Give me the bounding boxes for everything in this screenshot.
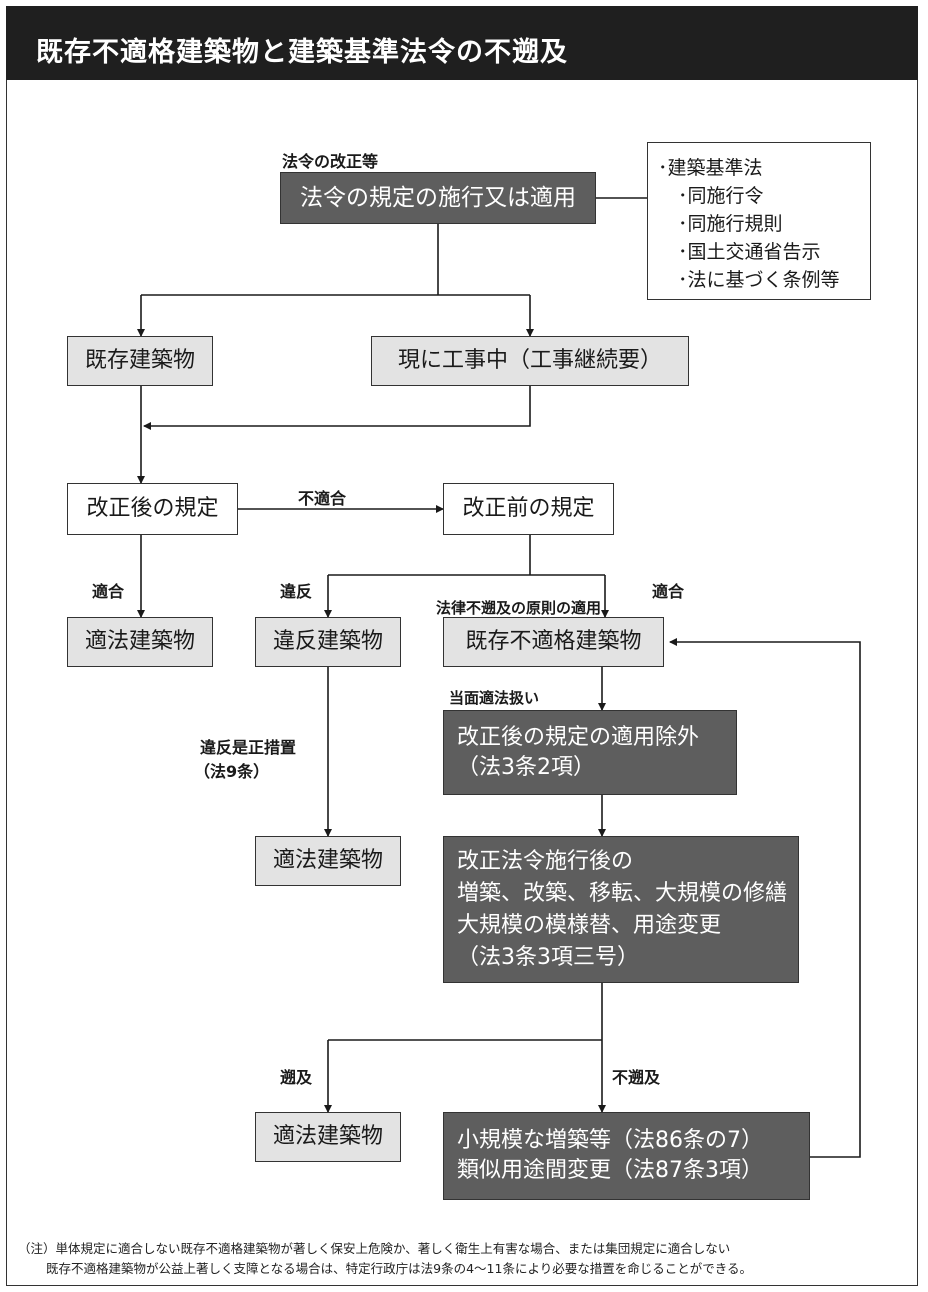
- exclusion-line-1: 改正後の規定の適用除外: [457, 724, 700, 750]
- label-non-retro-principle: 法律不遡及の原則の適用: [436, 599, 602, 617]
- arrow-loop-back: [669, 638, 861, 1158]
- box-small-scale: 小規模な増築等（法86条の7） 類似用途間変更（法87条3項）: [443, 1112, 810, 1200]
- box-under-construction: 現に工事中（工事継続要）: [371, 336, 689, 386]
- box-violating: 違反建築物: [255, 617, 401, 667]
- law-list-item: ･法に基づく条例等: [678, 269, 840, 291]
- small-scale-line-2: 類似用途間変更（法87条3項）: [457, 1158, 763, 1183]
- label-non-retroactive: 不遡及: [612, 1068, 661, 1087]
- box-exclusion: 改正後の規定の適用除外 （法3条2項）: [443, 710, 737, 795]
- label-correction-2: （法9条）: [194, 762, 270, 781]
- box-existing: 既存建築物: [67, 336, 213, 386]
- box-before-rule: 改正前の規定: [443, 483, 614, 535]
- footnote-line-1: （注）単体規定に適合しない既存不適格建築物が著しく保安上危険か、著しく衛生上有害…: [18, 1241, 731, 1256]
- box-legal-left: 適法建築物: [67, 617, 213, 667]
- box-existing-nonconforming: 既存不適格建築物: [443, 617, 664, 667]
- law-list: ･建築基準法 ･同施行令 ･同施行規則 ･国土交通省告示 ･法に基づく条例等: [647, 142, 871, 300]
- law-list-item: ･同施行令: [678, 185, 764, 207]
- footnote-line-2: 既存不適格建築物が公益上著しく支障となる場合は、特定行政庁は法9条の4～11条に…: [46, 1261, 752, 1276]
- box-after-rule: 改正後の規定: [67, 483, 238, 535]
- box-works: 改正法令施行後の 増築、改築、移転、大規模の修繕 大規模の模様替、用途変更 （法…: [443, 836, 799, 983]
- small-scale-line-1: 小規模な増築等（法86条の7）: [457, 1128, 763, 1153]
- label-retroactive: 遡及: [280, 1068, 313, 1087]
- works-line-3: 大規模の模様替、用途変更: [457, 912, 722, 938]
- works-line-2: 増築、改築、移転、大規模の修繕: [457, 880, 788, 906]
- label-violation: 違反: [280, 582, 313, 601]
- figure-title: 既存不適格建築物と建築基準法令の不遡及: [36, 37, 568, 68]
- title-bar: 既存不適格建築物と建築基準法令の不遡及: [6, 6, 918, 80]
- law-list-item: ･国土交通省告示: [678, 241, 821, 263]
- box-legal-bottom: 適法建築物: [255, 1112, 401, 1162]
- box-enforcement: 法令の規定の施行又は適用: [280, 172, 596, 224]
- label-correction-1: 違反是正措置: [200, 738, 297, 757]
- exclusion-line-2: （法3条2項）: [457, 754, 595, 780]
- law-list-item: ･同施行規則: [678, 213, 783, 235]
- works-line-1: 改正法令施行後の: [457, 848, 634, 874]
- label-interim-treatment: 当面適法扱い: [449, 689, 540, 707]
- label-nonconform: 不適合: [298, 489, 347, 508]
- label-conform-left: 適合: [92, 582, 125, 601]
- label-conform-right: 適合: [652, 582, 685, 601]
- arrow-merge: [143, 386, 531, 430]
- law-list-item: ･建築基準法: [658, 157, 763, 179]
- label-law-revision: 法令の改正等: [282, 152, 379, 171]
- works-line-4: （法3条3項三号）: [457, 944, 639, 970]
- box-legal-mid: 適法建築物: [255, 836, 401, 886]
